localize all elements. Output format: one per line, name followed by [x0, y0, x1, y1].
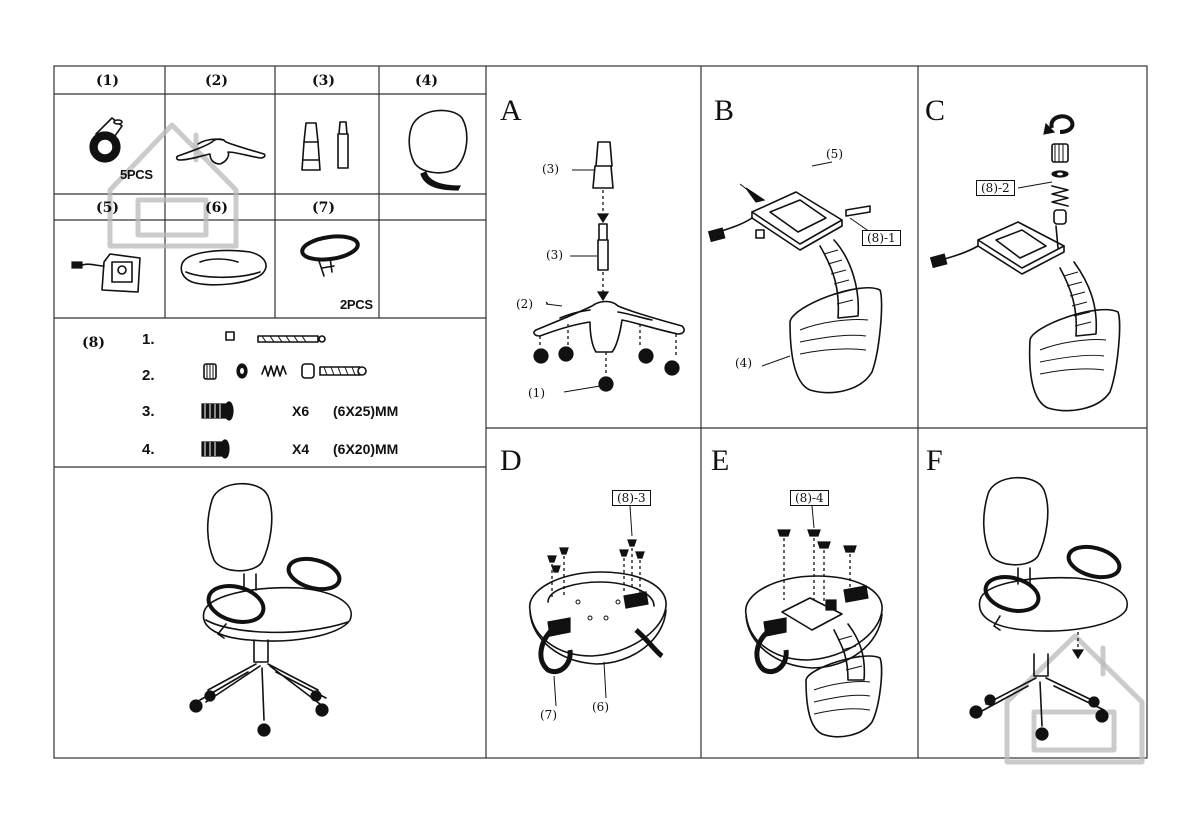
step-letter-e: E: [711, 444, 730, 477]
step-a-callout-base: (2): [516, 297, 533, 311]
star-base-drawing: [175, 138, 266, 165]
step-a-callout-gas-lift-top: (3): [542, 162, 559, 176]
step-letter-c: C: [925, 94, 946, 127]
gas-lift-drawing: [301, 121, 349, 171]
part7-quantity: 2PCS: [340, 297, 373, 312]
backrest-drawing: [408, 109, 468, 191]
table-grid: [53, 65, 1148, 759]
step-b-callout-hardware: (8)-1: [862, 230, 901, 246]
assembled-chair-drawing: [189, 482, 352, 737]
step-letter-b: B: [714, 94, 735, 127]
step-c-drawing: [929, 114, 1121, 412]
hardware-row-1-index: 1.: [142, 331, 155, 348]
step-a-drawing: [533, 141, 685, 393]
part-header-6: (6): [205, 200, 228, 216]
step-b-drawing: [707, 161, 883, 394]
step-a-callout-gas-lift: (3): [546, 248, 563, 262]
part-header-2: (2): [205, 73, 228, 89]
watermark-logo-left: [107, 122, 239, 249]
part1-quantity: 5PCS: [120, 167, 153, 182]
step-e-callout-hardware: (8)-4: [790, 490, 829, 506]
hardware-row-3-qty: X6: [292, 403, 310, 419]
hardware-row-4-size: (6X20)MM: [333, 441, 399, 457]
hardware-row-2-index: 2.: [142, 367, 155, 384]
step-letter-d: D: [500, 444, 522, 477]
hardware-group-label: (8): [82, 335, 105, 351]
step-d-callout-armrest: (7): [540, 708, 557, 722]
armrest-ring-drawing: [300, 234, 360, 277]
seat-drawing: [180, 249, 267, 286]
screw-6x20-icon: [201, 439, 230, 459]
screw-6x25-icon: [201, 401, 234, 421]
hardware-icons: [201, 331, 367, 459]
part-header-7: (7): [312, 200, 335, 216]
step-f-drawing: [969, 476, 1128, 741]
watermark-logo-right: [1004, 633, 1145, 765]
hardware-row-4-qty: X4: [292, 441, 310, 457]
hardware-row-3-index: 3.: [142, 403, 155, 420]
step-letter-f: F: [926, 444, 943, 477]
part-header-1: (1): [96, 73, 119, 89]
step-d-callout-hardware: (8)-3: [612, 490, 651, 506]
step-c-callout-hardware: (8)-2: [976, 180, 1015, 196]
step-d-callout-seat: (6): [592, 700, 609, 714]
step-a-callout-caster: (1): [528, 386, 545, 400]
step-d-drawing: [529, 505, 667, 707]
hardware-row-3-size: (6X25)MM: [333, 403, 399, 419]
step-b-callout-mechanism: (5): [826, 147, 843, 161]
part-header-4: (4): [415, 73, 438, 89]
hardware-row-4-index: 4.: [142, 441, 155, 458]
part-header-5: (5): [96, 200, 119, 216]
step-letter-a: A: [500, 94, 522, 127]
part-header-3: (3): [312, 73, 335, 89]
caster-wheel-drawing: [89, 117, 123, 163]
step-e-drawing: [745, 505, 883, 738]
mechanism-drawing: [71, 253, 141, 293]
step-b-callout-backrest: (4): [735, 356, 752, 370]
